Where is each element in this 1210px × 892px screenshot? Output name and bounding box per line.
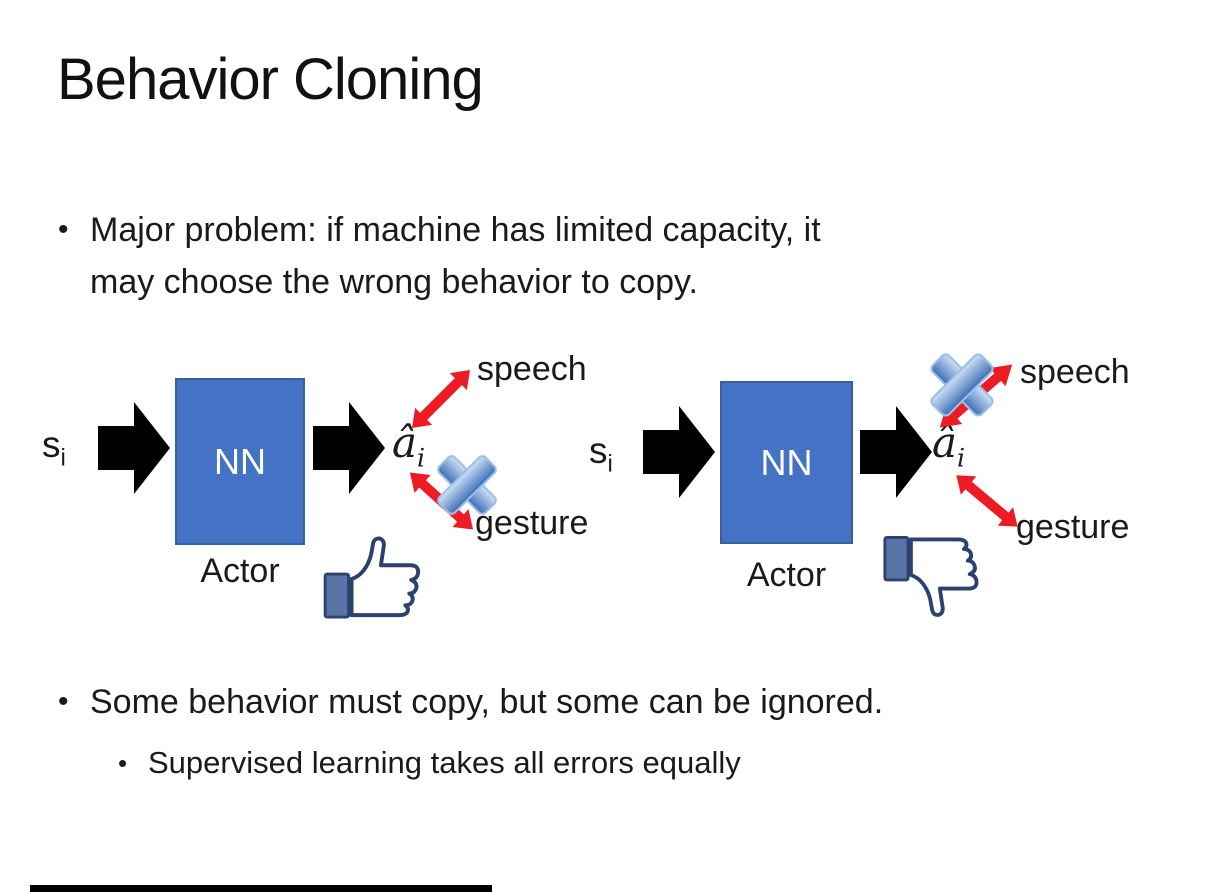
bullet-line: Supervised learning takes all errors equ… xyxy=(148,745,741,780)
red-double-arrow-icon xyxy=(403,361,479,437)
block-arrow-icon xyxy=(643,406,715,498)
blue-cross-icon xyxy=(437,455,497,515)
block-arrow-icon xyxy=(98,402,170,494)
blue-cross-icon xyxy=(930,353,994,417)
actor-label-right: Actor xyxy=(746,556,827,594)
bullet-dot: • xyxy=(118,748,128,778)
bullet-major-problem: • Major problem: if machine has limited … xyxy=(58,204,821,308)
bottom-cropped-bar xyxy=(30,885,492,892)
speech-label-left: speech xyxy=(477,350,587,388)
bullet-dot: • xyxy=(58,213,69,246)
nn-box-left: NN xyxy=(175,378,305,545)
input-symbol-right: si xyxy=(589,430,613,478)
nn-label: NN xyxy=(214,440,266,482)
speech-label-right: speech xyxy=(1020,353,1130,391)
nn-label: NN xyxy=(760,441,813,483)
actor-label-left: Actor xyxy=(200,552,280,590)
bullet-some-behavior: • Some behavior must copy, but some can … xyxy=(58,676,883,728)
block-arrow-icon xyxy=(313,402,385,494)
gesture-label-left: gesture xyxy=(475,504,589,542)
gesture-label-right: gesture xyxy=(1016,508,1130,546)
bullet-line: Some behavior must copy, but some can be… xyxy=(90,683,884,721)
bullet-line: may choose the wrong behavior to copy. xyxy=(90,263,698,301)
block-arrow-icon xyxy=(860,406,932,498)
bullet-dot: • xyxy=(58,685,69,718)
input-symbol-left: si xyxy=(42,424,66,472)
red-double-arrow-icon xyxy=(948,465,1026,536)
thumbs-down-icon xyxy=(882,532,988,622)
bullet-supervised: • Supervised learning takes all errors e… xyxy=(118,740,741,786)
nn-box-right: NN xyxy=(720,381,853,544)
thumbs-up-icon xyxy=(322,533,430,621)
bullet-line: Major problem: if machine has limited ca… xyxy=(90,211,821,249)
page-title: Behavior Cloning xyxy=(57,47,484,112)
